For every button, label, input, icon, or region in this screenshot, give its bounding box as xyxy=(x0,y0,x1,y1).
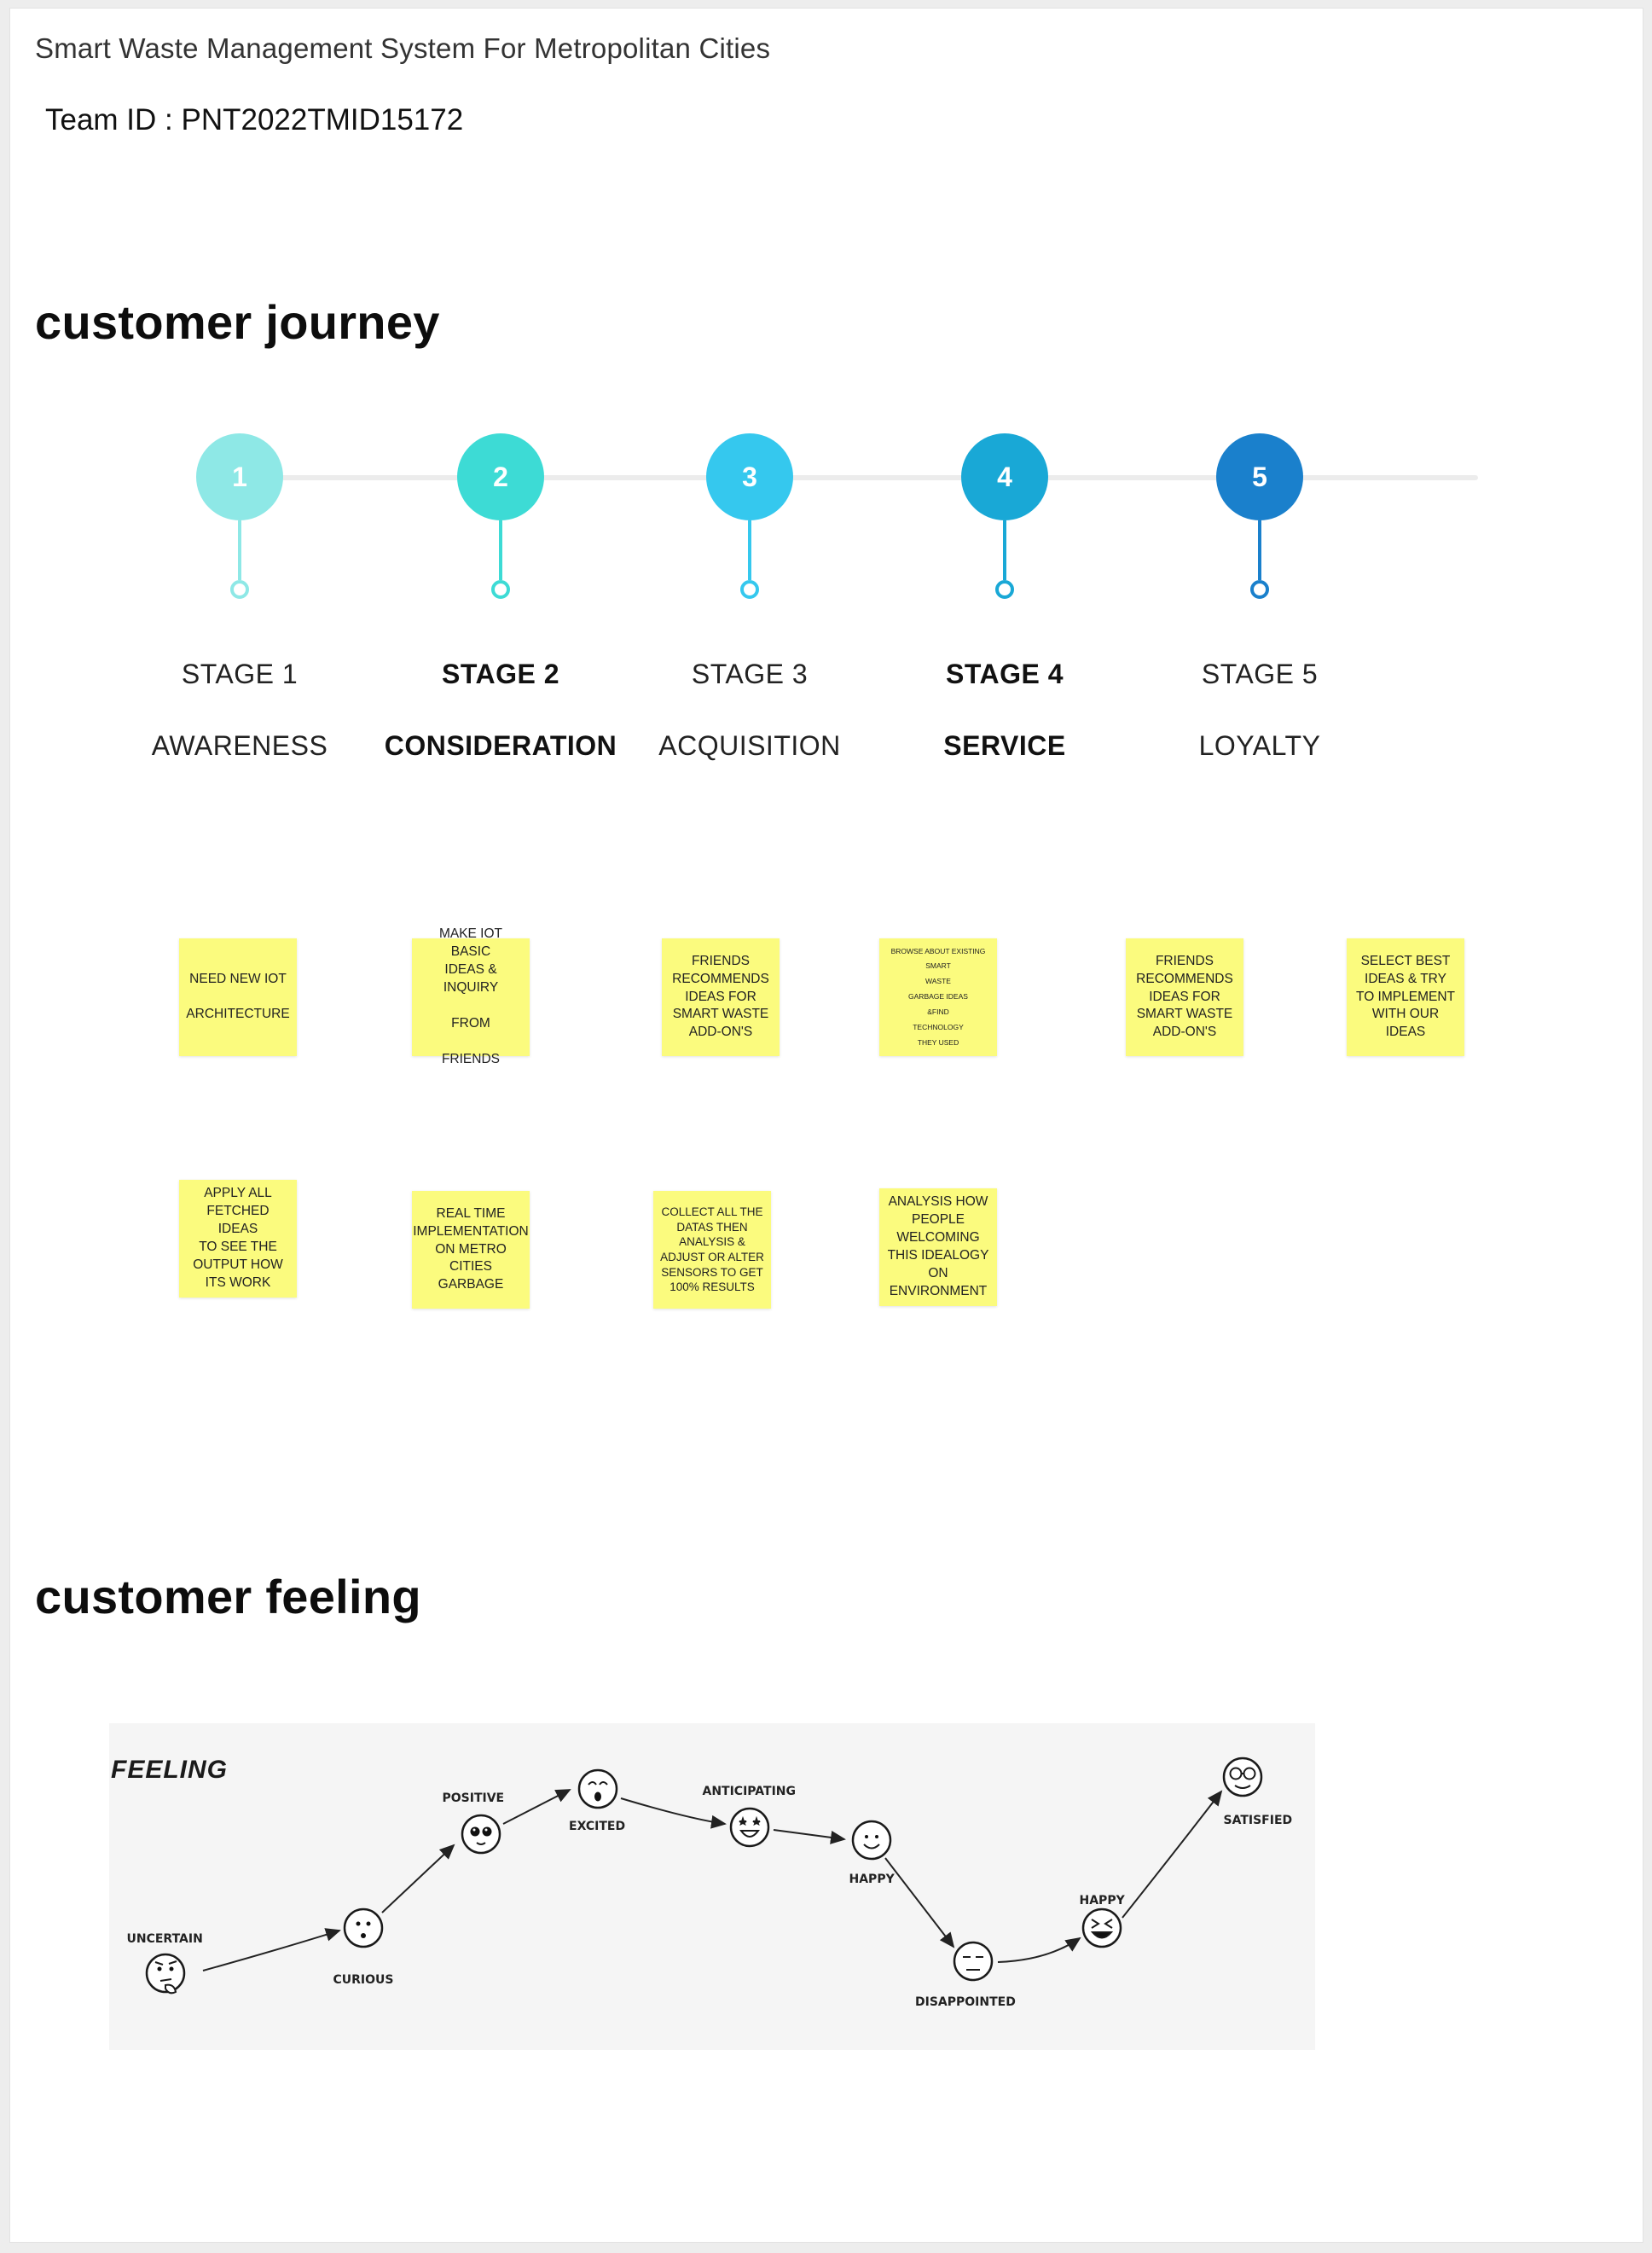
feeling-panel-title: FEELING xyxy=(111,1756,229,1784)
stage-4-marker: 4 xyxy=(961,433,1048,520)
sticky-note-text: BROWSE ABOUT EXISTING SMART WASTE GARBAG… xyxy=(890,946,986,1047)
sticky-note[interactable]: APPLY ALL FETCHED IDEAS TO SEE THE OUTPU… xyxy=(179,1180,297,1298)
stage-1-number-label: STAGE 1 xyxy=(181,659,299,689)
sticky-note-text: ANALYSIS HOW PEOPLE WELCOMING THIS IDEAL… xyxy=(887,1194,989,1298)
wide-eyed-face-icon xyxy=(461,1814,501,1855)
document-title: Smart Waste Management System For Metrop… xyxy=(35,32,771,64)
stage-1-dot xyxy=(230,580,249,599)
excited-face-icon xyxy=(577,1768,618,1809)
thinking-face-icon xyxy=(145,1953,186,1995)
feeling-chart-image: FEELING UNCERTAIN CURIOUS POSITIVE EXCITED A… xyxy=(109,1723,1315,2050)
sticky-note[interactable]: BROWSE ABOUT EXISTING SMART WASTE GARBAG… xyxy=(879,938,997,1056)
whiteboard-page: Smart Waste Management System For Metrop… xyxy=(9,8,1643,2243)
sticky-note-text: COLLECT ALL THE DATAS THEN ANALYSIS & AD… xyxy=(660,1205,764,1294)
stage-2-dot xyxy=(491,580,510,599)
sticky-note[interactable]: REAL TIME IMPLEMENTATION ON METRO CITIES… xyxy=(412,1191,530,1309)
feeling-heading: customer feeling xyxy=(35,1570,421,1623)
grinning-squint-face-icon xyxy=(1081,1908,1122,1948)
feeling-label: SATISFIED xyxy=(1223,1814,1293,1827)
stage-5-stem xyxy=(1258,520,1261,580)
curious-face-icon xyxy=(343,1908,384,1948)
sticky-note[interactable]: FRIENDS RECOMMENDS IDEAS FOR SMART WASTE… xyxy=(1126,938,1243,1056)
sticky-note-text: MAKE IOT BASIC IDEAS & INQUIRY FROM FRIE… xyxy=(438,926,503,1066)
timeline-track xyxy=(240,475,1478,480)
smiling-face-icon xyxy=(851,1820,892,1861)
feeling-label: HAPPY xyxy=(1079,1894,1125,1908)
nerd-face-icon xyxy=(1222,1757,1263,1797)
feeling-arrow xyxy=(620,1797,727,1829)
feeling-label: HAPPY xyxy=(849,1873,895,1886)
stage-3-number-label: STAGE 3 xyxy=(691,659,809,689)
stage-4-number-label: STAGE 4 xyxy=(945,659,1064,689)
sticky-note[interactable]: ANALYSIS HOW PEOPLE WELCOMING THIS IDEAL… xyxy=(879,1188,997,1306)
stage-3-dot xyxy=(740,580,759,599)
team-id: Team ID : PNT2022TMID15172 xyxy=(45,103,464,136)
feeling-arrow xyxy=(1122,1790,1223,1919)
sticky-note-text: APPLY ALL FETCHED IDEAS TO SEE THE OUTPU… xyxy=(193,1186,283,1290)
stage-3-name-label: ACQUISITION xyxy=(658,730,841,761)
feeling-label: ANTICIPATING xyxy=(702,1785,796,1798)
feeling-arrow xyxy=(884,1857,955,1948)
stage-5-name-label: LOYALTY xyxy=(1198,730,1321,761)
feeling-arrow xyxy=(202,1928,341,1971)
feeling-label: UNCERTAIN xyxy=(126,1932,203,1946)
star-eyes-face-icon xyxy=(729,1807,770,1848)
sticky-note-text: NEED NEW IOT ARCHITECTURE xyxy=(186,971,290,1022)
journey-heading: customer journey xyxy=(35,295,440,349)
stage-4-name-label: SERVICE xyxy=(943,730,1066,761)
feeling-label: POSITIVE xyxy=(442,1791,505,1805)
stage-1-stem xyxy=(238,520,241,580)
sticky-note[interactable]: SELECT BEST IDEAS & TRY TO IMPLEMENT WIT… xyxy=(1347,938,1464,1056)
feeling-arrow xyxy=(502,1789,571,1825)
stage-5-dot xyxy=(1250,580,1269,599)
feeling-arrow xyxy=(997,1937,1081,1963)
stage-2-name-label: CONSIDERATION xyxy=(384,730,617,761)
feeling-label: CURIOUS xyxy=(333,1973,394,1987)
sticky-note[interactable]: FRIENDS RECOMMENDS IDEAS FOR SMART WASTE… xyxy=(662,938,780,1056)
sticky-note-text: FRIENDS RECOMMENDS IDEAS FOR SMART WASTE… xyxy=(672,953,769,1040)
stage-5-number-label: STAGE 5 xyxy=(1201,659,1319,689)
sticky-note-text: FRIENDS RECOMMENDS IDEAS FOR SMART WASTE… xyxy=(1136,953,1233,1040)
feeling-curve xyxy=(145,1757,1263,1995)
stage-1-name-label: AWARENESS xyxy=(151,730,328,761)
stage-2-stem xyxy=(499,520,502,580)
sticky-note-text: SELECT BEST IDEAS & TRY TO IMPLEMENT WIT… xyxy=(1356,953,1455,1040)
feeling-arrow xyxy=(381,1844,455,1913)
disappointed-face-icon xyxy=(953,1941,994,1982)
sticky-note[interactable]: MAKE IOT BASIC IDEAS & INQUIRY FROM FRIE… xyxy=(412,926,530,1066)
stage-3-stem xyxy=(748,520,751,580)
feeling-label: DISAPPOINTED xyxy=(915,1995,1016,2009)
feeling-label: EXCITED xyxy=(569,1820,626,1833)
stage-1-marker: 1 xyxy=(196,433,283,520)
feeling-arrow xyxy=(773,1829,846,1844)
stage-2-number-label: STAGE 2 xyxy=(441,659,560,689)
stage-4-stem xyxy=(1003,520,1006,580)
stage-3-marker: 3 xyxy=(706,433,793,520)
stage-5-marker: 5 xyxy=(1216,433,1303,520)
stage-4-dot xyxy=(995,580,1014,599)
stage-2-marker: 2 xyxy=(457,433,544,520)
sticky-note[interactable]: COLLECT ALL THE DATAS THEN ANALYSIS & AD… xyxy=(653,1191,771,1309)
sticky-note[interactable]: NEED NEW IOT ARCHITECTURE xyxy=(179,938,297,1056)
sticky-note-text: REAL TIME IMPLEMENTATION ON METRO CITIES… xyxy=(413,1205,529,1292)
